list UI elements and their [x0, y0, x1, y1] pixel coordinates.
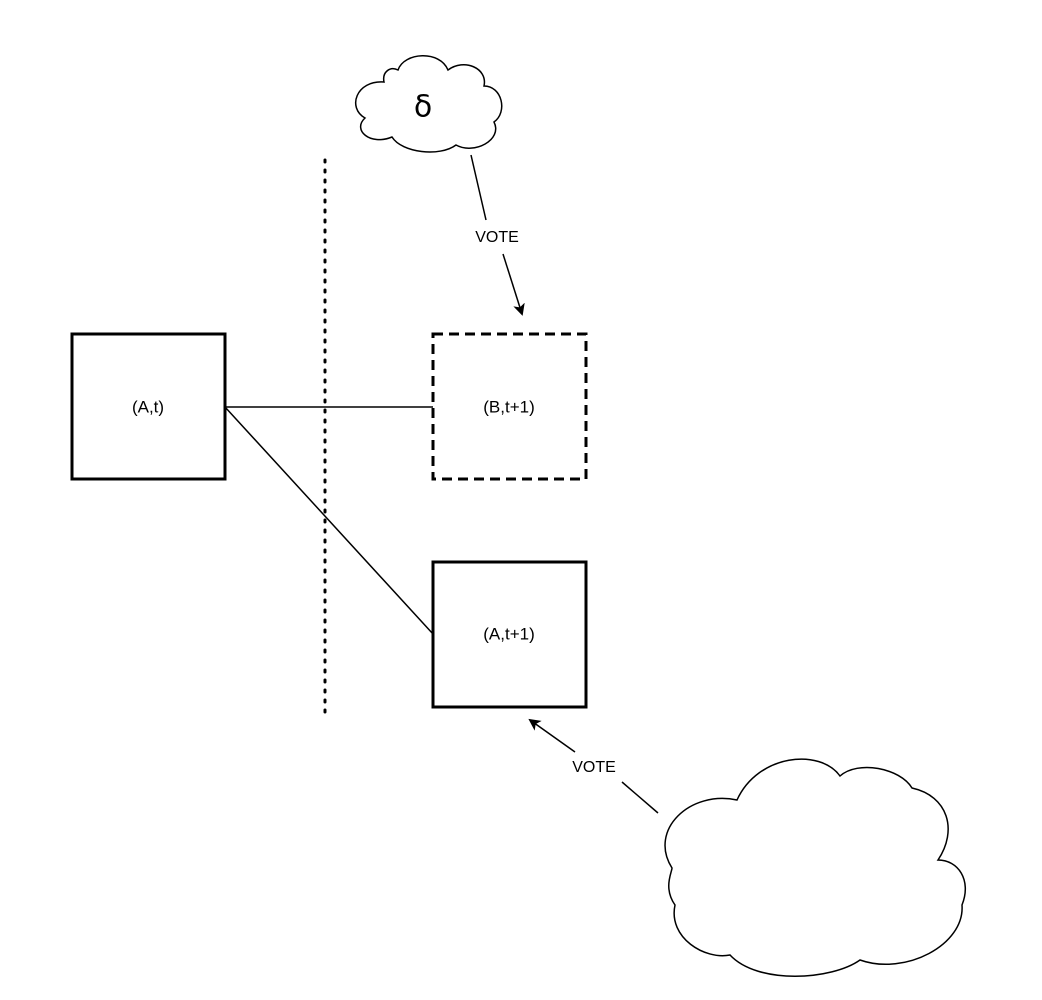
node-b-t1-box: [431, 332, 588, 481]
vote-bottom-arrow-upper: [528, 718, 576, 753]
cloud-top-label: δ: [414, 90, 432, 125]
vote-top-arrow-upper: [470, 154, 487, 221]
node-b-t1-label: (B,t+1): [483, 397, 535, 416]
node-a-t-box: [70, 332, 227, 481]
vote-bottom-label: VOTE: [572, 759, 616, 776]
node-a-t1[interactable]: (A,t+1): [431, 560, 588, 709]
node-a-t1-box: [431, 560, 588, 709]
node-b-t1[interactable]: (B,t+1): [431, 332, 588, 481]
vote-bottom-arrow-lower: [621, 781, 659, 814]
cloud-top-shape: [354, 55, 503, 153]
node-a-t-label: (A,t): [132, 397, 164, 416]
cloud-bottom-shape: [664, 758, 967, 977]
cloud-bottom[interactable]: [664, 758, 967, 977]
node-a-t[interactable]: (A,t): [70, 332, 227, 481]
edge-vote-bottom: VOTE: [528, 718, 659, 814]
node-a-t1-label: (A,t+1): [483, 624, 535, 643]
edge-a-t-to-a-t1: [224, 406, 434, 635]
vote-top-arrow-lower: [502, 253, 525, 316]
cloud-top[interactable]: δ: [354, 55, 503, 153]
edge-vote-top: VOTE: [470, 154, 525, 316]
vote-top-label: VOTE: [475, 229, 519, 246]
